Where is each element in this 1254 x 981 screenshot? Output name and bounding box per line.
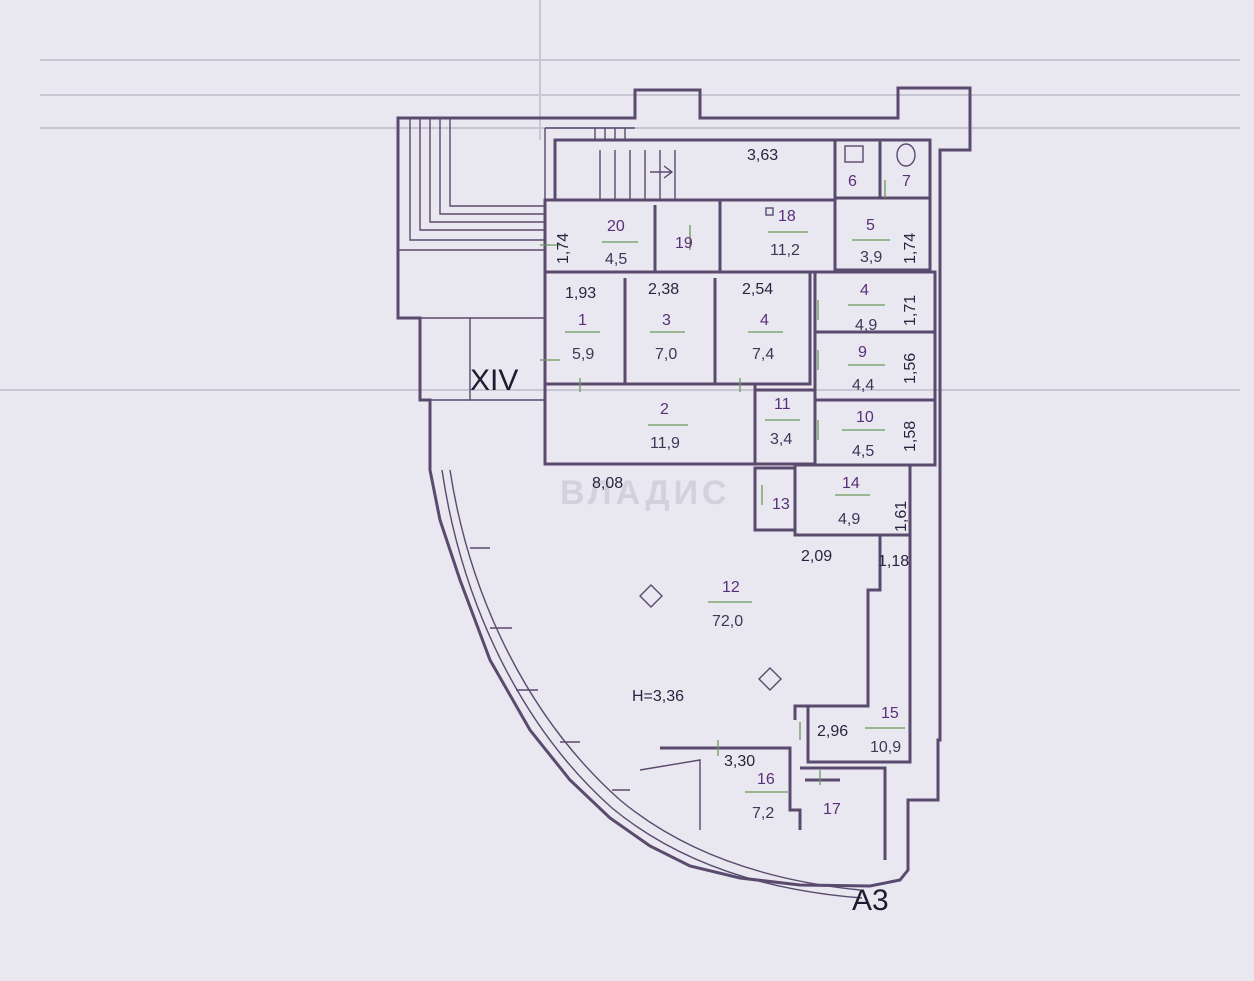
dimension-label: 1,56: [902, 352, 919, 384]
dimension-label: 1,93: [565, 285, 597, 302]
dimension-label: 1,58: [902, 420, 919, 452]
watermark: ВЛАДИС: [560, 474, 731, 512]
dimension-label: 1,74: [555, 232, 572, 264]
room-number: 7: [902, 173, 911, 190]
dimension-label: 1,18: [878, 553, 910, 570]
room-number: 5: [866, 217, 875, 234]
room-area: 3,9: [860, 249, 883, 266]
room-number: 10: [856, 409, 874, 426]
room-number: 15: [881, 705, 899, 722]
room-number: 14: [842, 475, 860, 492]
room-number: 16: [757, 771, 775, 788]
room-area: 7,0: [655, 346, 678, 363]
room-area: 10,9: [870, 739, 902, 756]
room-number: 20: [607, 218, 625, 235]
dimension-label: 2,38: [648, 281, 680, 298]
room-number: 13: [772, 496, 790, 513]
room-number: 3: [662, 312, 671, 329]
section-label: XIV: [470, 364, 519, 397]
dimension-label: 1,71: [902, 294, 919, 326]
room-area: 4,5: [852, 443, 875, 460]
room-area: 5,9: [572, 346, 595, 363]
room-area: 72,0: [712, 613, 744, 630]
dimension-label: 8,08: [592, 475, 624, 492]
room-number: 6: [848, 173, 857, 190]
dimension-label: 1,61: [893, 500, 910, 532]
interior-walls: [470, 138, 937, 860]
room-area: 11,9: [650, 435, 680, 452]
room-area: 4,9: [838, 511, 861, 528]
room-area: 4,5: [605, 251, 628, 268]
room-number: 12: [722, 579, 740, 596]
room-number: 11: [774, 396, 791, 413]
dimension-label: 2,09: [801, 548, 833, 565]
room-number: 17: [823, 801, 841, 818]
dimension-label: 2,54: [742, 281, 774, 298]
dimension-label: 1,74: [902, 232, 919, 264]
room-area: 7,4: [752, 346, 775, 363]
room-area: 3,4: [770, 431, 793, 448]
ceiling-height: H=3,36: [632, 688, 685, 705]
room-area: 4,4: [852, 377, 875, 394]
exterior-walls: [396, 86, 972, 899]
room-number: 18: [778, 208, 796, 225]
building-label: А3: [852, 884, 889, 917]
room-number: 1: [578, 312, 587, 329]
room-number: 4: [760, 312, 769, 329]
room-number: 19: [675, 235, 693, 252]
room-number: 4: [860, 282, 869, 299]
room-area: 7,2: [752, 805, 775, 822]
room-area: 4,9: [855, 317, 878, 334]
room-area: 11,2: [770, 242, 800, 259]
dimension-label: 2,96: [817, 723, 849, 740]
dimension-label: 3,63: [747, 147, 779, 164]
room-number: 9: [858, 344, 867, 361]
background-table-lines: [0, 0, 1240, 391]
dimension-label: 3,30: [724, 753, 756, 770]
room-number: 2: [660, 401, 669, 418]
